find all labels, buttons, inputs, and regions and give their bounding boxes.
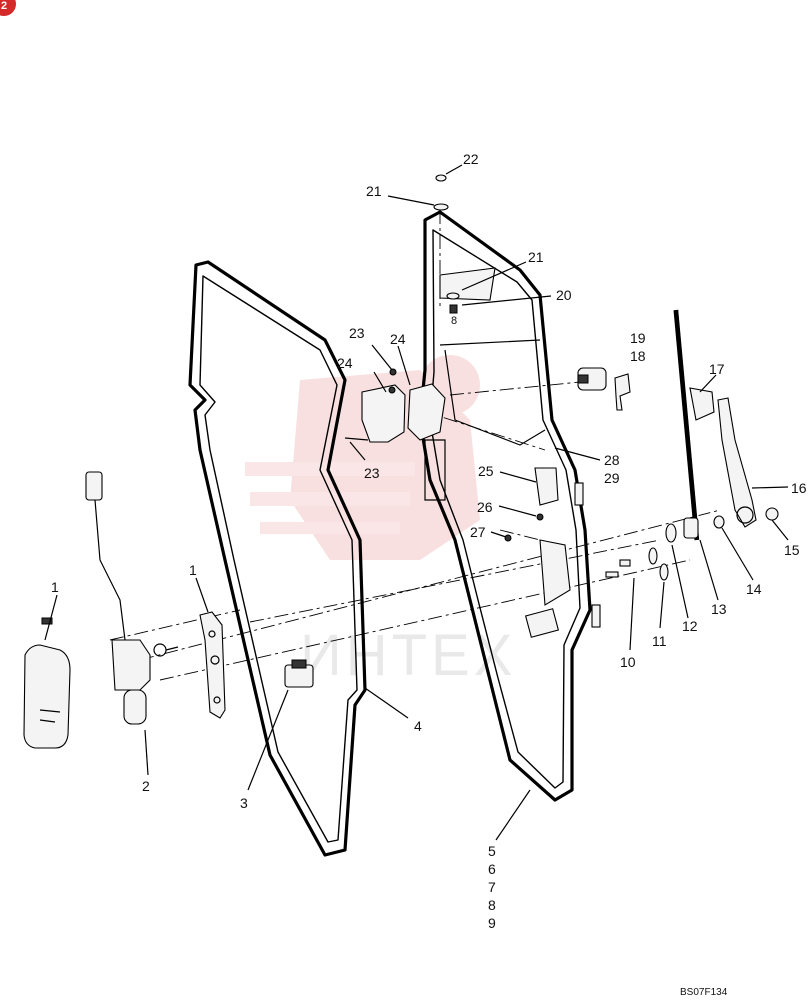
mounting-plate (199, 611, 226, 719)
callout-15: 15 (784, 542, 800, 558)
callout-8: 8 (488, 897, 496, 913)
callout-1-plate: 1 (189, 562, 197, 578)
callout-4: 4 (414, 718, 422, 734)
page-badge-number: 2 (1, 0, 8, 12)
callout-11: 11 (652, 633, 667, 649)
switch-part (284, 659, 314, 688)
callout-21-hinge: 21 (528, 249, 544, 265)
callout-18: 18 (630, 348, 646, 364)
callout-2: 2 (142, 778, 150, 794)
callout-29: 29 (604, 470, 620, 486)
callout-13: 13 (711, 601, 727, 617)
callout-17: 17 (709, 361, 725, 377)
small-hardware (605, 507, 779, 581)
callout-10: 10 (620, 654, 636, 670)
leader-lines (44, 164, 789, 841)
hinge-hardware (433, 174, 496, 314)
wiper-arm (717, 397, 757, 528)
callout-23-pin: 23 (364, 465, 380, 481)
callout-12: 12 (682, 618, 698, 634)
callout-22: 22 (463, 151, 479, 167)
callout-20: 20 (556, 287, 572, 303)
wiper-motor (85, 471, 179, 725)
door-seal (188, 260, 367, 857)
callout-24-bracket: 24 (337, 355, 353, 371)
door-frame (418, 210, 601, 802)
lock-cylinder (577, 367, 631, 411)
callout-7: 7 (488, 879, 496, 895)
wiper-blade (673, 309, 715, 541)
motor-cover (23, 617, 71, 749)
callout-19: 19 (630, 330, 646, 346)
latch-assembly (344, 368, 446, 443)
callout-27: 27 (470, 524, 486, 540)
callout-21-top: 21 (366, 183, 382, 199)
callout-14: 14 (746, 581, 762, 597)
callout-6: 6 (488, 861, 496, 877)
callout-5: 5 (488, 843, 496, 859)
callout-16: 16 (791, 480, 807, 496)
callout-1-cover: 1 (51, 579, 59, 595)
callout-28: 28 (604, 452, 620, 468)
callout-8-bolt: 8 (451, 315, 457, 327)
inner-handle (504, 467, 571, 606)
drawing-code: BS07F134 (680, 987, 728, 998)
callout-3: 3 (240, 795, 248, 811)
callout-23-screw: 23 (349, 325, 365, 341)
callout-24-latch: 24 (390, 331, 406, 347)
page-badge: 2 (0, 0, 16, 16)
callout-9: 9 (488, 915, 496, 931)
callout-26: 26 (477, 499, 493, 515)
callout-25: 25 (478, 463, 494, 479)
callout-labels: 22 21 21 20 8 23 24 24 23 19 18 17 28 29… (51, 151, 807, 931)
